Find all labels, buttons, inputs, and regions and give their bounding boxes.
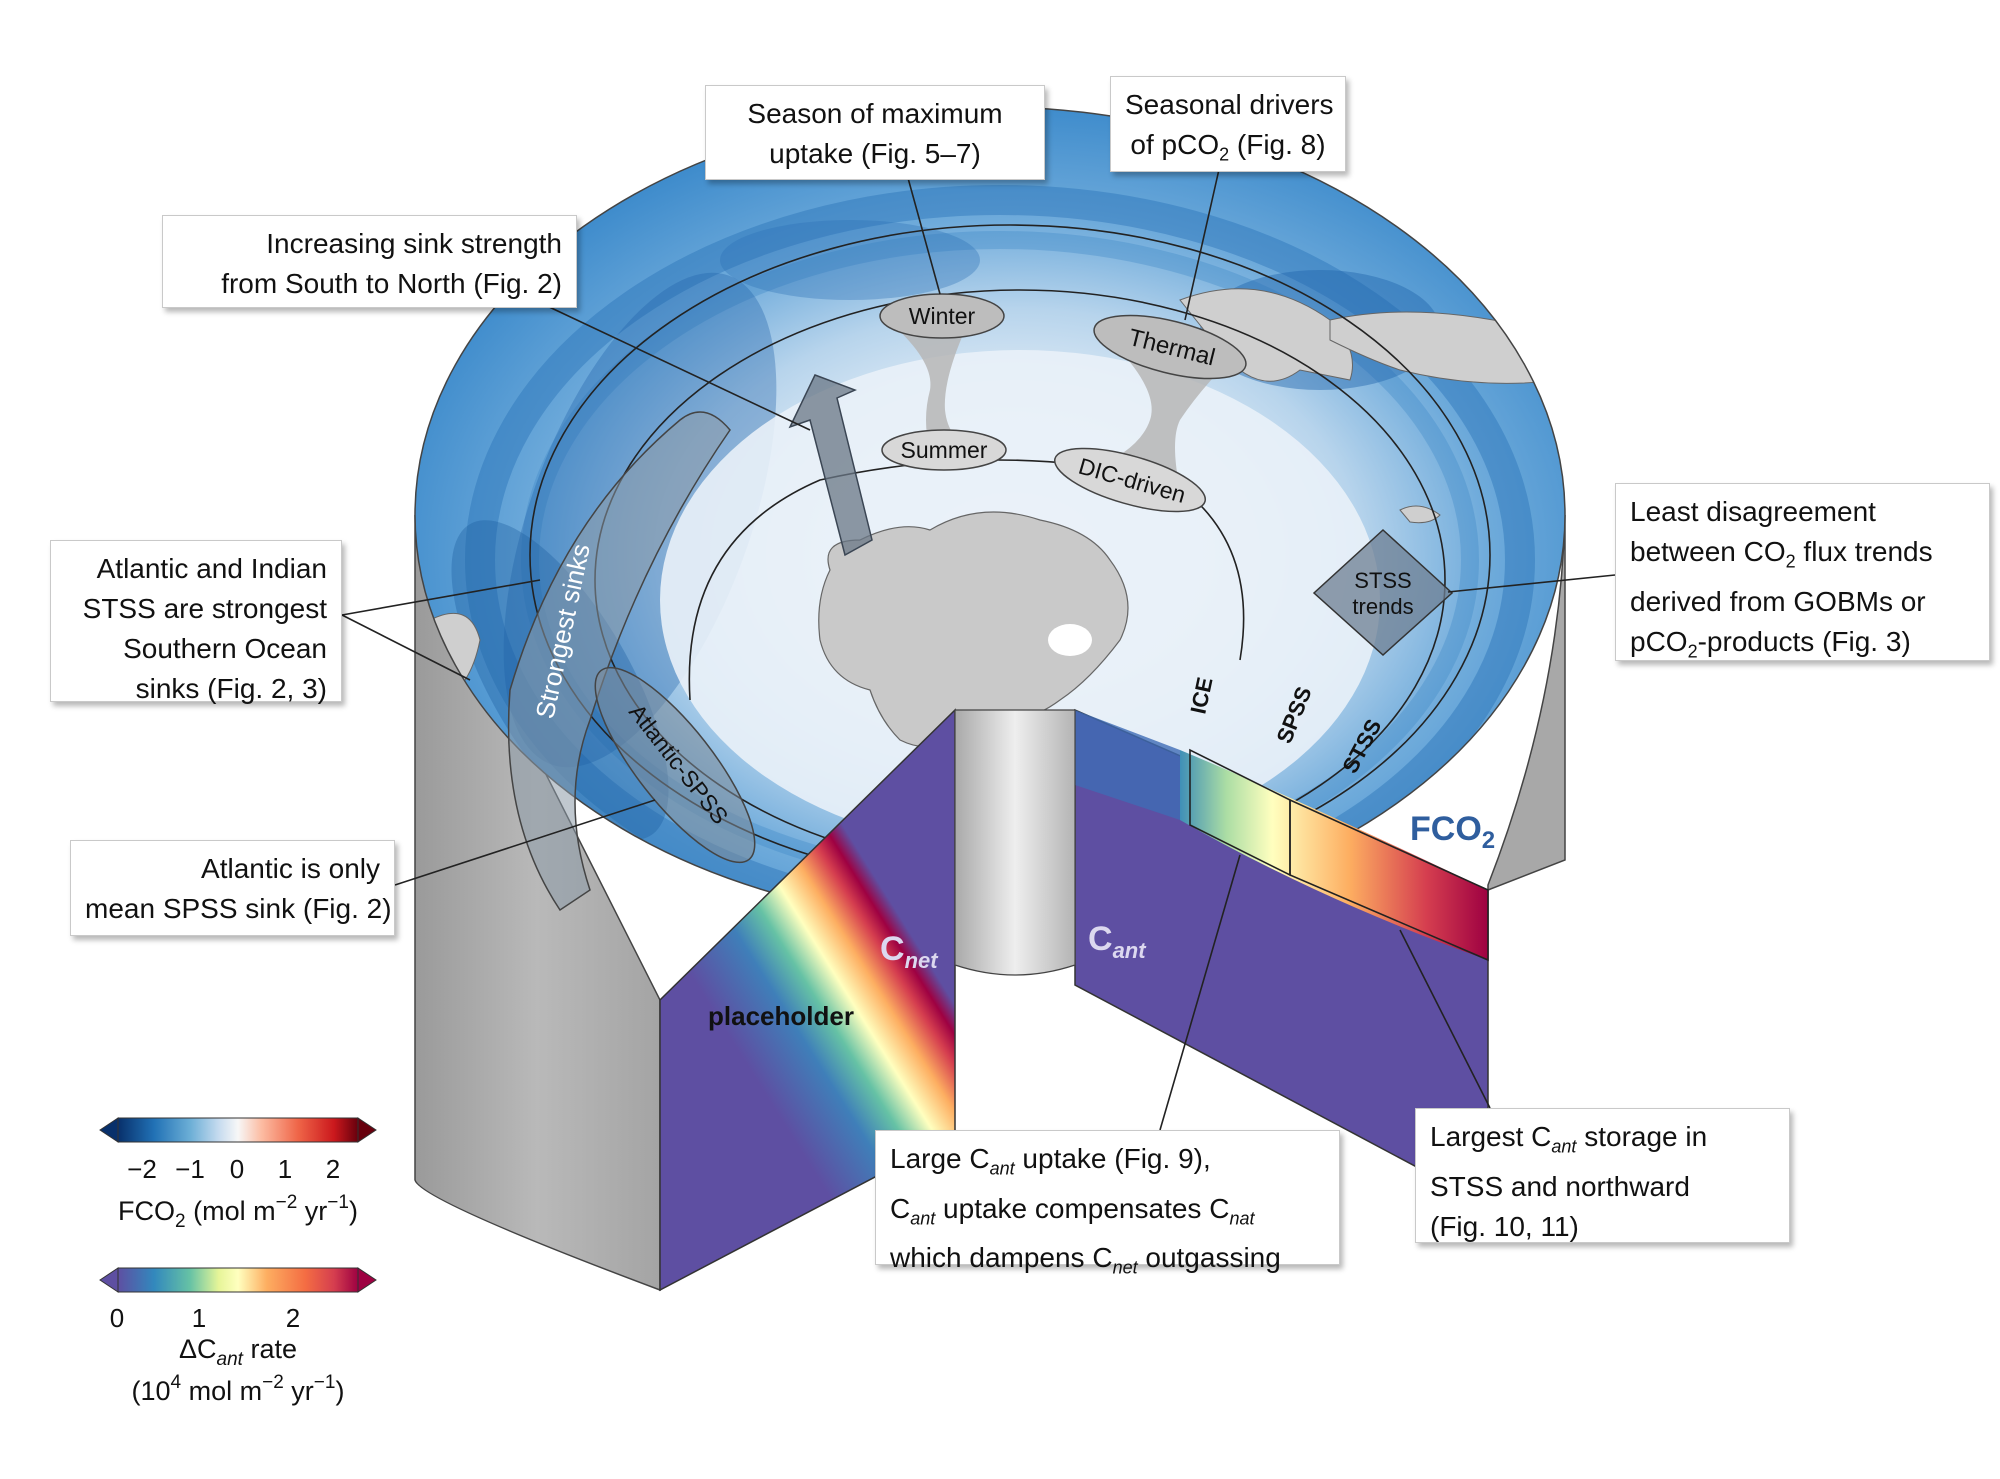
winter-ellipse <box>879 293 1005 339</box>
fco2-tick: −1 <box>175 1154 205 1184</box>
thermal-ellipse <box>1093 314 1247 380</box>
cant-label: Cant <box>1088 920 1147 963</box>
cant-tick: 1 <box>192 1303 206 1333</box>
leader-lines <box>341 164 1616 1131</box>
callout-atl-indian-l1: Atlantic and Indian <box>96 553 327 584</box>
sink-strength-arrow <box>788 374 873 557</box>
placeholder-label: placeholder <box>708 1001 854 1031</box>
fco2-tick: 0 <box>230 1154 244 1184</box>
fco2-ticks: −2 −1 0 1 2 <box>127 1154 340 1184</box>
callout-largest-l2: STSS and northward <box>1430 1170 1690 1202</box>
stss-trends-diamond <box>1312 528 1454 657</box>
fco2-label: FCO2 <box>1410 810 1495 854</box>
winter-label: Winter <box>909 303 976 329</box>
fco2-colorbar-label: FCO2 (mol m−2 yr−1) <box>118 1192 358 1232</box>
callout-increasing-l1: Increasing sink strength <box>266 228 562 259</box>
north-box <box>1289 798 1489 962</box>
antarctica <box>818 511 1129 748</box>
inner-cylinder <box>954 709 1076 976</box>
season-hourglass <box>885 318 975 460</box>
summer-ellipse <box>881 429 1007 471</box>
fco2-tick: −2 <box>127 1154 157 1184</box>
stss-trends-l1: STSS <box>1354 568 1411 593</box>
callout-atl-spss-l2: mean SPSS sink (Fig. 2) <box>85 893 392 924</box>
summer-label: Summer <box>901 437 988 463</box>
callout-season-l1: Season of maximum <box>747 98 1003 129</box>
callout-atl-indian-l4: sinks (Fig. 2, 3) <box>135 673 327 704</box>
cant-colorbar-label1: ΔCant rate <box>179 1334 297 1370</box>
cant-tick: 0 <box>110 1303 124 1333</box>
callout-large-l2: Cant uptake compensates Cnat <box>890 1192 1255 1229</box>
strongest-sinks-band <box>507 411 731 912</box>
cant-colorbar-label2: (104 mol m−2 yr−1) <box>132 1372 345 1406</box>
callout-drivers-l1: Seasonal drivers <box>1125 89 1334 120</box>
cant-tick: 2 <box>286 1303 300 1333</box>
callout-large-l1: Large Cant uptake (Fig. 9), <box>890 1143 1211 1179</box>
atlantic-spss-ellipse <box>594 666 756 864</box>
colorbar-cant <box>99 1267 377 1293</box>
callout-atl-spss-l1: Atlantic is only <box>201 853 380 884</box>
callout-drivers-l2: of pCO2 (Fig. 8) <box>1130 129 1326 165</box>
callout-least-l3: derived from GOBMs or <box>1630 585 1926 617</box>
callout-largest-l3: (Fig. 10, 11) <box>1430 1210 1579 1242</box>
callout-season-l2: uptake (Fig. 5–7) <box>769 138 981 169</box>
callout-drivers: Seasonal drivers of pCO2 (Fig. 8) <box>1110 76 1346 172</box>
callout-largest-l1: Largest Cant storage in <box>1430 1121 1708 1157</box>
callout-least: Least disagreement between CO2 flux tren… <box>1615 483 1990 661</box>
callout-atl-indian-l3: Southern Ocean <box>123 633 327 664</box>
cnet-label: Cnet <box>880 930 939 973</box>
callout-atl-indian-l2: STSS are strongest <box>82 593 327 624</box>
cant-ticks: 0 1 2 <box>110 1303 300 1333</box>
callout-atl-spss: Atlantic is only mean SPSS sink (Fig. 2) <box>70 840 395 936</box>
callout-least-l2: between CO2 flux trends <box>1630 536 1933 572</box>
cylinder-side <box>414 514 661 1292</box>
right-wall-gradient <box>1180 750 1488 960</box>
colorbar-fco2 <box>99 1117 377 1143</box>
callout-atl-indian: Atlantic and Indian STSS are strongest S… <box>50 540 342 704</box>
callout-least-l4: pCO2-products (Fig. 3) <box>1630 625 1911 662</box>
callout-least-l1: Least disagreement <box>1630 496 1876 527</box>
callout-increasing-l2: from South to North (Fig. 2) <box>221 268 562 299</box>
callout-largest: Largest Cant storage in STSS and northwa… <box>1415 1108 1790 1243</box>
fco2-tick: 2 <box>326 1154 340 1184</box>
callout-increasing: Increasing sink strength from South to N… <box>162 215 577 308</box>
callout-large-l3: which dampens Cnet outgassing <box>890 1242 1281 1278</box>
callout-large: Large Cant uptake (Fig. 9), Cant uptake … <box>875 1130 1340 1278</box>
callout-season: Season of maximum uptake (Fig. 5–7) <box>705 85 1045 180</box>
fco2-tick: 1 <box>278 1154 292 1184</box>
stss-trends-l2: trends <box>1352 594 1413 619</box>
right-wall-upper <box>1075 710 1180 820</box>
ice-patch <box>1048 624 1092 656</box>
dic-ellipse <box>1053 447 1207 513</box>
